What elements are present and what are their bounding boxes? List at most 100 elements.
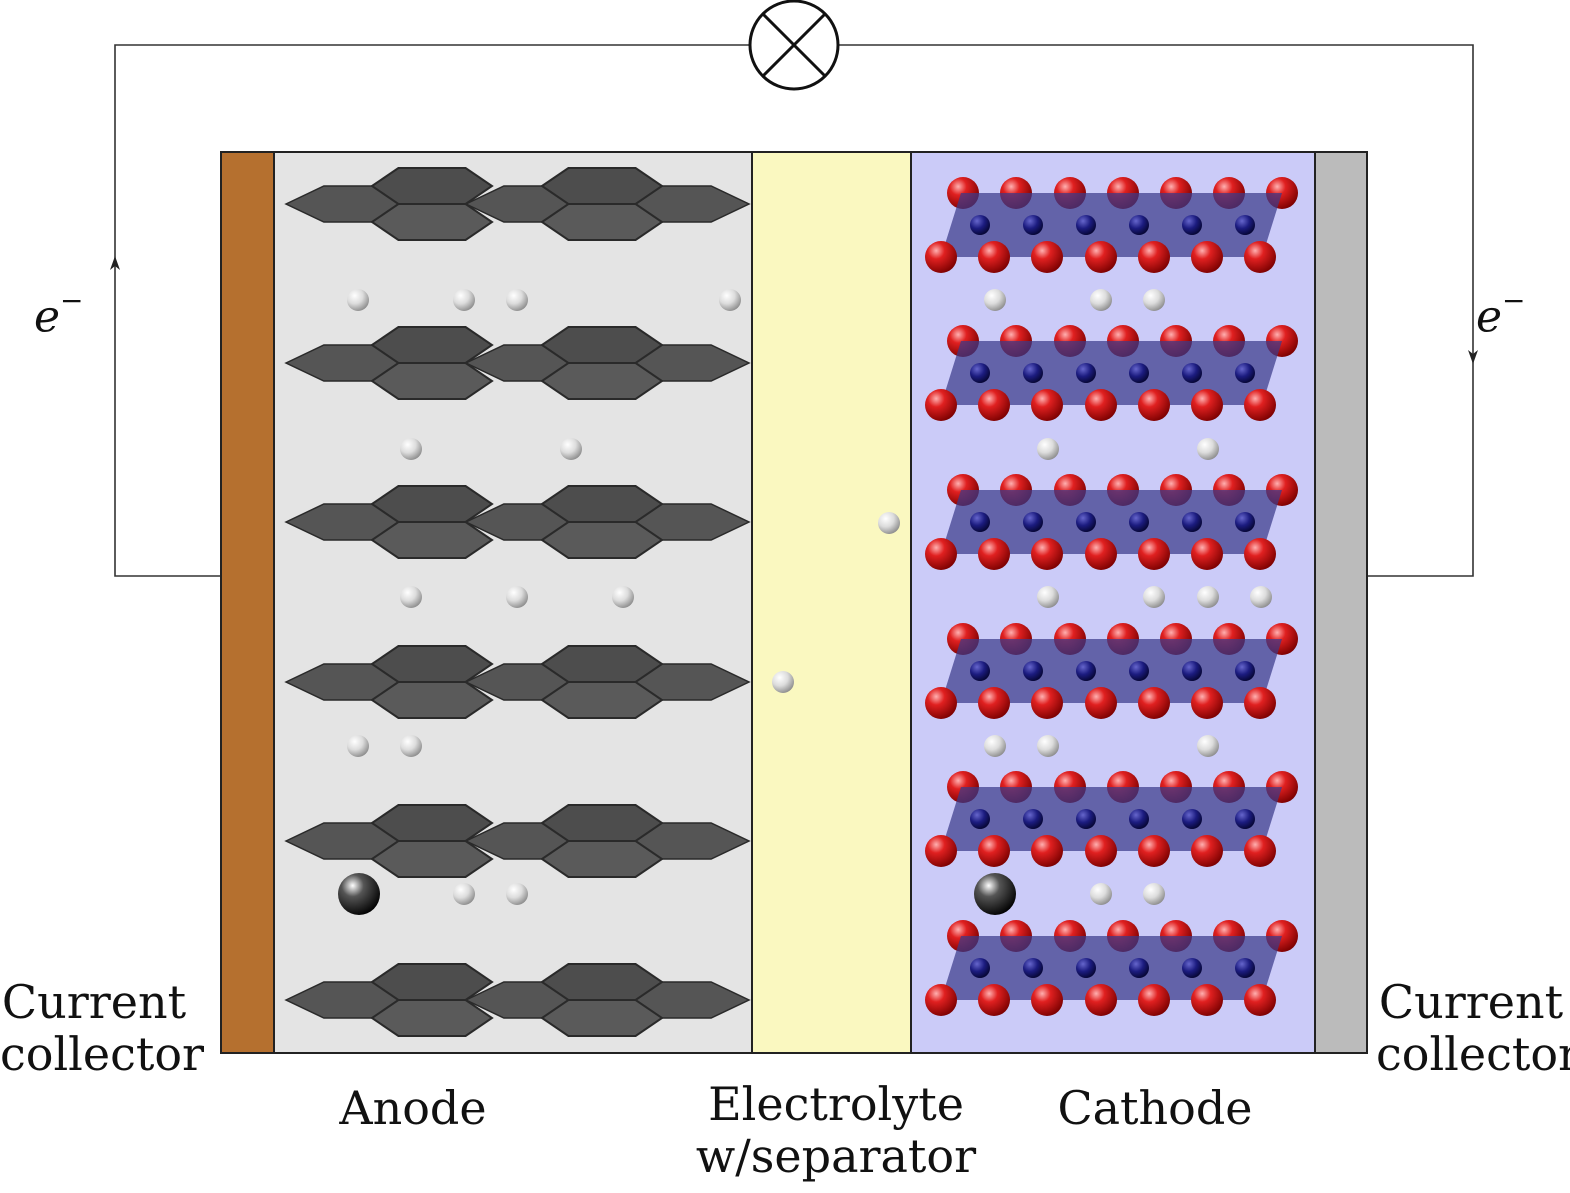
- graphene-hexagon: [540, 804, 664, 842]
- electron-charge-right: −: [1502, 284, 1526, 317]
- lithium-ions: [338, 289, 1272, 915]
- lithium-ion-icon: [506, 289, 528, 311]
- lithium-ion-icon: [612, 586, 634, 608]
- oxygen-atom: [1031, 835, 1063, 867]
- oxygen-atom: [1244, 687, 1276, 719]
- lithium-ion-icon: [347, 289, 369, 311]
- graphene-sheet: [284, 326, 751, 400]
- oxide-slab-plane: [941, 936, 1282, 1000]
- metal-atom: [1235, 809, 1255, 829]
- metal-atom: [1076, 958, 1096, 978]
- oxide-slab: [925, 325, 1298, 421]
- oxygen-atom: [1031, 538, 1063, 570]
- oxide-slab-plane: [941, 787, 1282, 851]
- oxygen-atom: [925, 241, 957, 273]
- electrolyte-line2: w/separator: [695, 1129, 977, 1183]
- lithium-ion-icon: [400, 438, 422, 460]
- right-collector-line1: Current: [1378, 975, 1564, 1029]
- circuit-wire: [114, 44, 749, 577]
- oxygen-atom: [1191, 687, 1223, 719]
- electron-charge-left: −: [60, 284, 84, 317]
- metal-atom: [1076, 215, 1096, 235]
- graphene-hexagon: [540, 645, 664, 683]
- metal-atom: [1235, 512, 1255, 532]
- metal-atom: [1129, 958, 1149, 978]
- oxide-slab-plane: [941, 639, 1282, 703]
- graphene-hexagon: [370, 521, 494, 559]
- right-current-collector-label: Current collector: [1376, 975, 1570, 1081]
- oxygen-atom: [1138, 835, 1170, 867]
- graphene-sheet: [284, 804, 751, 878]
- cathode-label: Cathode: [1057, 1081, 1253, 1135]
- graphene-hexagon: [370, 681, 494, 719]
- lithium-ion-icon: [1037, 438, 1059, 460]
- graphite-layers: [284, 167, 751, 1037]
- large-ion-icon: [338, 873, 380, 915]
- metal-atom: [1182, 363, 1202, 383]
- metal-atom: [970, 512, 990, 532]
- metal-atom: [1182, 661, 1202, 681]
- lithium-ion-icon: [1037, 735, 1059, 757]
- metal-atom: [1129, 215, 1149, 235]
- oxide-slab: [925, 771, 1298, 867]
- graphene-hexagon: [370, 203, 494, 241]
- metal-atom: [1182, 512, 1202, 532]
- electron-symbol-left: e: [34, 291, 61, 343]
- oxygen-atom: [1244, 984, 1276, 1016]
- metal-atom: [970, 809, 990, 829]
- graphene-hexagon: [370, 963, 494, 1001]
- graphene-hexagon: [370, 362, 494, 400]
- electron-flow-up-arrow-icon: [110, 256, 120, 270]
- metal-atom: [1023, 215, 1043, 235]
- anode-label: Anode: [339, 1081, 487, 1135]
- oxide-slab-plane: [941, 490, 1282, 554]
- oxygen-atom: [925, 538, 957, 570]
- lithium-ion-icon: [984, 735, 1006, 757]
- lithium-ion-icon: [1143, 289, 1165, 311]
- lithium-ion-icon: [506, 883, 528, 905]
- oxygen-atom: [1085, 538, 1117, 570]
- graphene-hexagon: [540, 963, 664, 1001]
- graphene-hexagon: [370, 485, 494, 523]
- oxygen-atom: [1085, 984, 1117, 1016]
- oxygen-atom: [1031, 389, 1063, 421]
- oxygen-atom: [978, 241, 1010, 273]
- oxygen-atom: [1191, 835, 1223, 867]
- electron-symbol-right: e: [1476, 291, 1503, 343]
- oxygen-atom: [1191, 984, 1223, 1016]
- electrolyte-label: Electrolyte w/separator: [686, 1078, 986, 1182]
- metal-atom: [1235, 661, 1255, 681]
- lithium-ion-icon: [453, 883, 475, 905]
- lithium-ion-icon: [1090, 883, 1112, 905]
- oxygen-atom: [925, 687, 957, 719]
- oxygen-atom: [1085, 687, 1117, 719]
- metal-atom: [1076, 661, 1096, 681]
- electron-label-left: e−: [34, 284, 84, 343]
- electron-flow-down-arrow-icon: [1468, 350, 1478, 364]
- graphene-hexagon: [370, 326, 494, 364]
- oxygen-atom: [978, 389, 1010, 421]
- oxygen-atom: [1085, 835, 1117, 867]
- oxygen-atom: [1138, 984, 1170, 1016]
- electrolyte-separator-region: [751, 151, 912, 1054]
- graphene-hexagon: [540, 681, 664, 719]
- aluminum-current-collector: [1314, 151, 1368, 1054]
- metal-atom: [970, 661, 990, 681]
- metal-atom: [1076, 809, 1096, 829]
- metal-atom: [1182, 215, 1202, 235]
- lithium-ion-icon: [878, 512, 900, 534]
- right-collector-line2: collector: [1376, 1027, 1570, 1081]
- metal-atom: [1023, 512, 1043, 532]
- lithium-ion-icon: [1143, 586, 1165, 608]
- oxide-slab: [925, 623, 1298, 719]
- oxide-slab: [925, 474, 1298, 570]
- oxygen-atom: [1244, 241, 1276, 273]
- lithium-ion-icon: [772, 671, 794, 693]
- oxygen-atom: [925, 835, 957, 867]
- oxygen-atom: [1031, 241, 1063, 273]
- oxygen-atom: [1031, 984, 1063, 1016]
- lithium-ion-icon: [1197, 586, 1219, 608]
- graphene-hexagon: [540, 362, 664, 400]
- oxygen-atom: [978, 538, 1010, 570]
